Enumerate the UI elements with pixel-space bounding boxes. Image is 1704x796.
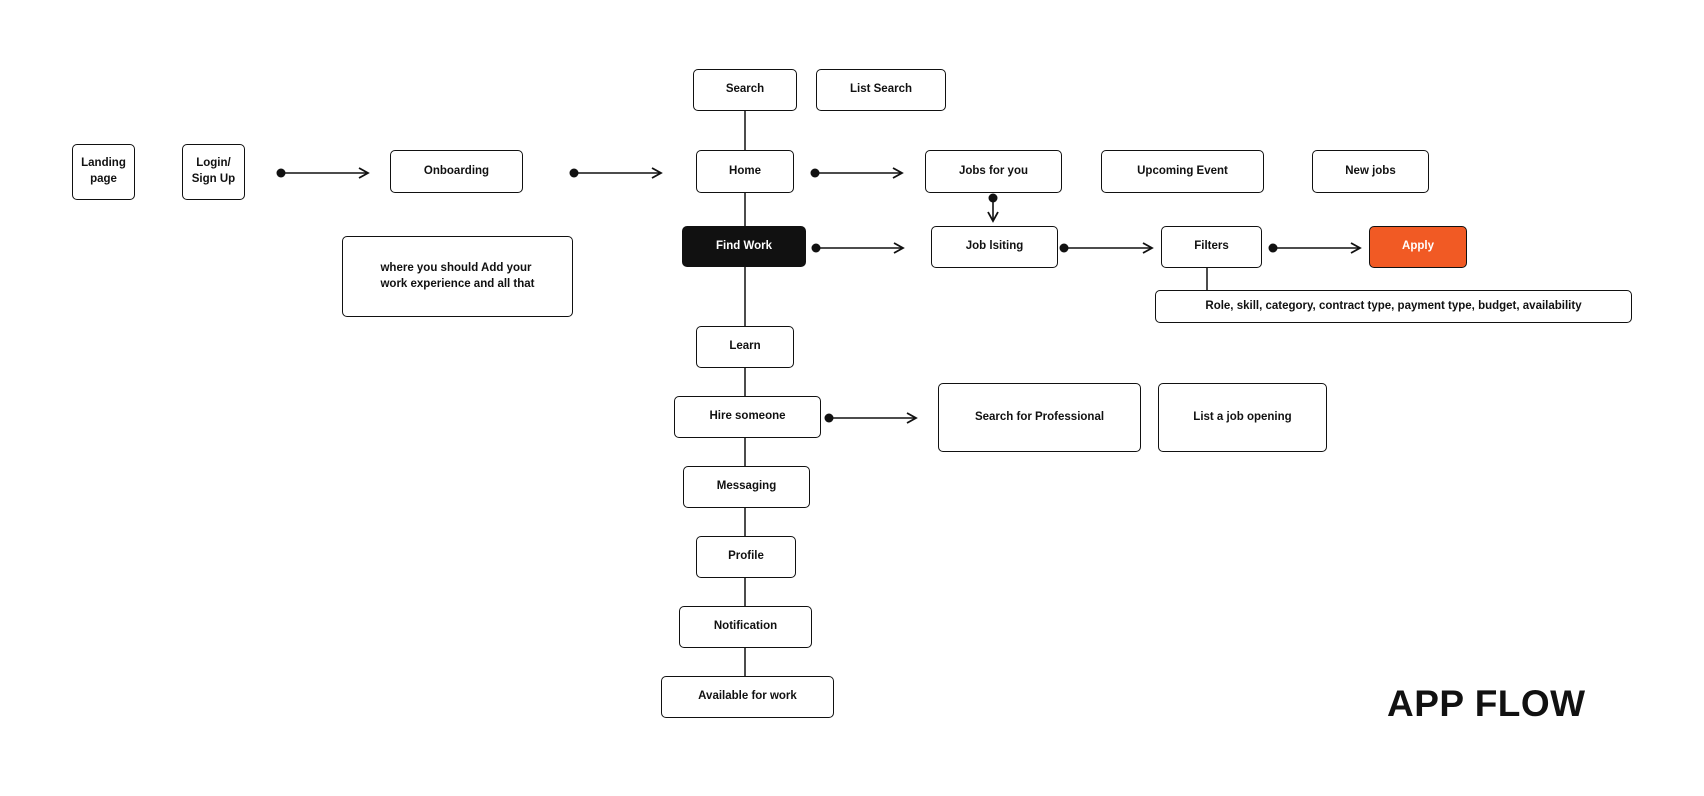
list-search-node: List Search [816,69,946,111]
onboarding-note: where you should Add your work experienc… [342,236,573,317]
filter-options-node: Role, skill, category, contract type, pa… [1155,290,1632,323]
arrow-home-to-jobs-for-you [810,167,904,179]
apply-node: Apply [1369,226,1467,268]
profile-node: Profile [696,536,796,578]
arrow-onboarding-to-home [569,167,663,179]
jobs-for-you-node: Jobs for you [925,150,1062,193]
hire-someone-node: Hire someone [674,396,821,438]
filters-node: Filters [1161,226,1262,268]
search-professional-node: Search for Professional [938,383,1141,452]
arrow-filters-to-apply [1268,242,1362,254]
new-jobs-node: New jobs [1312,150,1429,193]
available-for-work-node: Available for work [661,676,834,718]
landing-page-node: Landing page [72,144,135,200]
home-node: Home [696,150,794,193]
onboarding-node: Onboarding [390,150,523,193]
arrow-jobs-for-you-to-job-listing [987,193,999,223]
notification-node: Notification [679,606,812,648]
messaging-node: Messaging [683,466,810,508]
arrow-find-work-to-job-listing [811,242,905,254]
upcoming-event-node: Upcoming Event [1101,150,1264,193]
find-work-node: Find Work [682,226,806,267]
job-listing-node: Job lsiting [931,226,1058,268]
arrow-hire-to-search-professional [824,412,918,424]
search-node: Search [693,69,797,111]
arrow-job-listing-to-filters [1059,242,1154,254]
list-job-opening-node: List a job opening [1158,383,1327,452]
learn-node: Learn [696,326,794,368]
arrow-login-to-onboarding [276,167,370,179]
login-signup-node: Login/ Sign Up [182,144,245,200]
diagram-title: APP FLOW [1387,683,1586,724]
